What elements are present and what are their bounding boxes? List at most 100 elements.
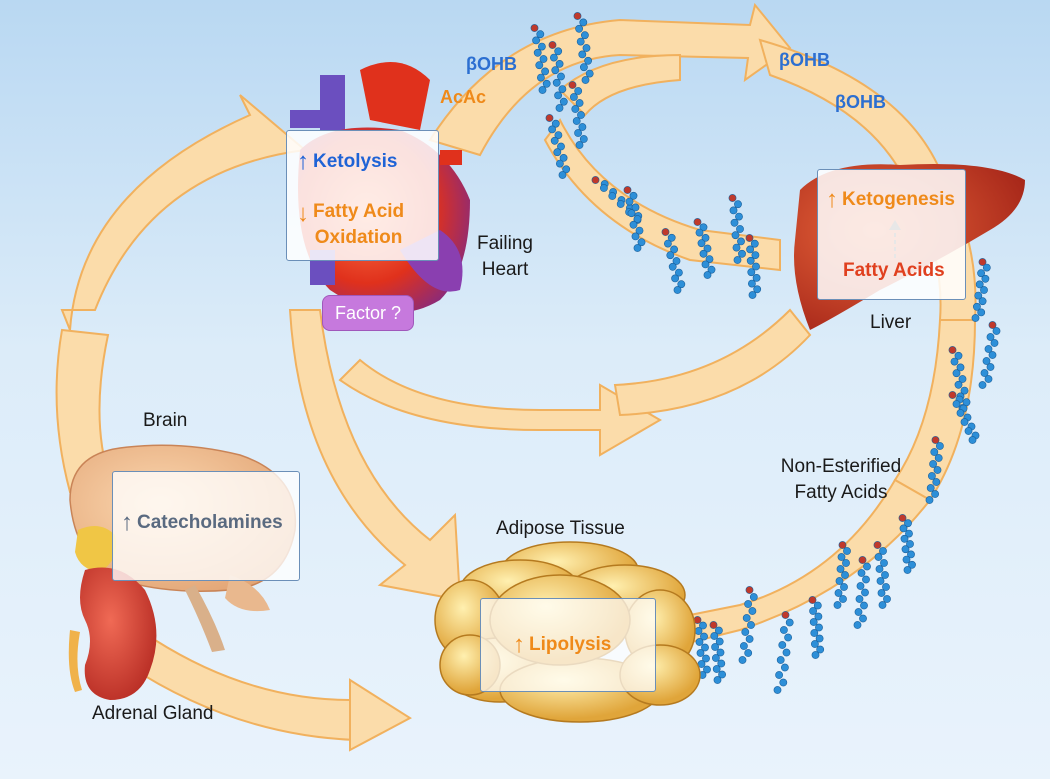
chain-bead: [857, 569, 866, 577]
fatty-acid-chain: [808, 596, 825, 659]
chain-bead: [952, 369, 961, 378]
chain-bead: [928, 472, 936, 480]
chain-bead: [930, 448, 939, 456]
chain-bead: [813, 601, 822, 610]
carboxyl-head: [978, 258, 987, 266]
fatty-acid-chain: [661, 228, 686, 294]
chain-bead: [537, 73, 545, 82]
fatty-acid-chains: [530, 12, 1001, 694]
chain-bead: [981, 274, 990, 283]
chain-bead: [541, 67, 549, 76]
heart-metabolism-box: ↑ Ketolysis ↓ Fatty Acid Oxidation: [286, 130, 439, 261]
chain-bead: [992, 327, 1001, 335]
chain-bead: [810, 629, 819, 637]
chain-bead: [558, 171, 567, 179]
chain-bead: [695, 638, 704, 646]
chain-bead: [742, 614, 751, 622]
fatty-acid-chain: [693, 218, 716, 279]
carboxyl-head: [661, 228, 670, 236]
adrenal-gland-illustration: [68, 526, 157, 700]
chain-bead: [752, 273, 761, 282]
acac-label: AcAc: [440, 87, 487, 107]
chain-bead: [902, 555, 911, 564]
catecholamines-row: ↑ Catecholamines: [121, 510, 283, 536]
fatty-acid-chain: [873, 541, 891, 609]
fatty-acid-oxidation-line-1: Fatty Acid: [313, 201, 405, 222]
chain-bead: [782, 648, 791, 657]
chain-bead: [988, 351, 997, 359]
fatty-acid-chain: [948, 346, 971, 412]
fatty-acid-chain: [833, 541, 851, 609]
chain-bead: [839, 595, 847, 603]
ketolysis-row: ↑ Ketolysis: [297, 149, 397, 175]
chain-bead: [934, 454, 943, 462]
chain-bead: [906, 540, 914, 548]
chain-bead: [908, 560, 916, 569]
chain-bead: [863, 562, 871, 571]
chain-bead: [631, 203, 640, 212]
chain-bead: [553, 148, 562, 157]
fatty-acid-chain: [693, 616, 711, 679]
chain-bead: [842, 559, 850, 567]
chain-bead: [559, 97, 568, 106]
chain-bead: [670, 245, 678, 254]
chain-bead: [975, 280, 984, 289]
chain-bead: [735, 212, 743, 221]
failing-heart-line-2: Heart: [481, 259, 529, 280]
chain-bead: [664, 239, 672, 248]
brain-label: Brain: [143, 410, 188, 431]
chain-bead: [629, 220, 638, 229]
chain-bead: [779, 678, 788, 687]
chain-bead: [932, 478, 941, 486]
chain-bead: [701, 260, 710, 269]
fatty-acids-row: Fatty Acids: [843, 258, 945, 284]
chain-bead: [929, 460, 937, 468]
chain-bead: [834, 589, 843, 597]
chain-bead: [548, 125, 556, 134]
chain-bead: [627, 209, 636, 218]
carboxyl-head: [530, 24, 539, 32]
lipolysis-label: Lipolysis: [529, 634, 612, 655]
nefa-line-1: Non-Esterified: [780, 456, 902, 477]
carboxyl-head: [728, 194, 737, 202]
carboxyl-head: [709, 621, 718, 629]
chain-bead: [840, 583, 848, 591]
chain-bead: [666, 251, 675, 260]
chain-bead: [879, 547, 887, 555]
chain-bead: [781, 663, 789, 672]
chain-bead: [718, 670, 726, 679]
chain-bead: [748, 279, 756, 288]
chain-bead: [984, 375, 993, 383]
chain-bead: [550, 136, 559, 145]
carboxyl-head: [808, 596, 817, 604]
fatty-acids-label: Fatty Acids: [843, 260, 945, 281]
chain-bead: [705, 255, 714, 263]
chain-bead: [843, 547, 851, 555]
carboxyl-head: [988, 321, 997, 329]
chain-bead: [703, 271, 712, 279]
chain-bead: [730, 218, 739, 227]
chain-bead: [748, 607, 757, 615]
up-arrow-icon: ↑: [513, 631, 525, 658]
chain-bead: [575, 99, 584, 107]
chain-bead: [701, 643, 709, 652]
chain-bead: [980, 369, 989, 377]
chain-bead: [557, 142, 565, 151]
fatty-acid-chain: [568, 81, 588, 149]
chain-bead: [554, 47, 563, 56]
chain-bead: [748, 291, 757, 299]
chain-bead: [575, 24, 583, 33]
chain-bead: [753, 285, 762, 294]
chain-bead: [625, 197, 634, 206]
chain-bead: [694, 627, 703, 635]
bohb-label-liver-1: βOHB: [779, 50, 830, 70]
fatty-acid-chain: [738, 586, 758, 664]
chain-bead: [903, 566, 912, 574]
carboxyl-head: [858, 556, 867, 564]
chain-bead: [699, 249, 708, 258]
chain-bead: [984, 345, 993, 353]
chain-bead: [931, 490, 939, 498]
chain-bead: [574, 129, 582, 137]
chain-bead: [907, 550, 915, 559]
chain-bead: [703, 244, 712, 253]
